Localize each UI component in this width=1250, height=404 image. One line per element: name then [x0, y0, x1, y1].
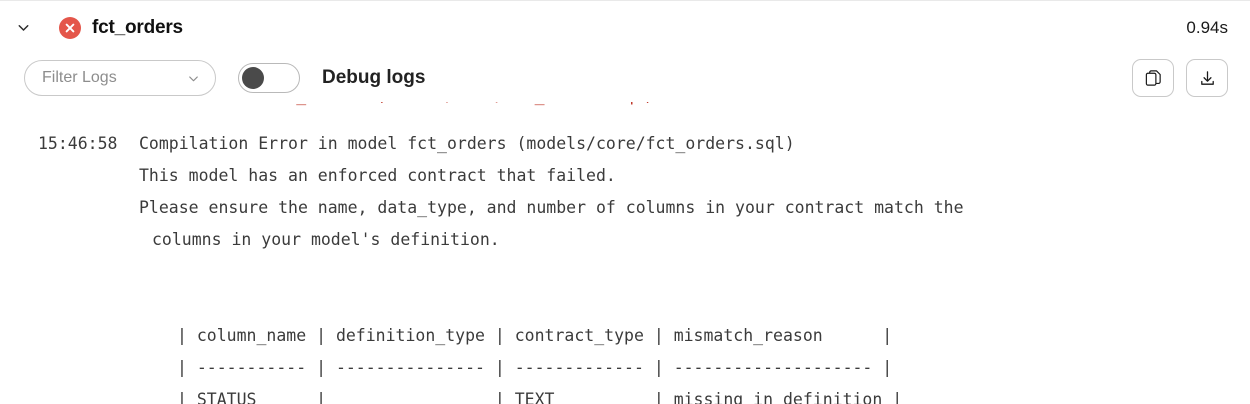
debug-logs-toggle-knob — [242, 67, 264, 89]
log-entry: 15:46:58 Compilation Error in model fct_… — [0, 128, 1250, 404]
log-line-text: Compilation Error in model fct_orders (m… — [139, 134, 795, 153]
log-line-clipped-above: in model fct_orders (models/core/fct_ord… — [177, 102, 654, 112]
log-toolbar: Filter Logs Debug logs — [0, 54, 1250, 102]
copy-icon — [1144, 69, 1163, 88]
elapsed-time: 0.94s — [1186, 17, 1228, 37]
error-circle-x-icon — [59, 16, 81, 39]
log-line-text: Please ensure the name, data_type, and n… — [139, 198, 964, 217]
copy-logs-button[interactable] — [1132, 59, 1174, 97]
chevron-down-icon — [186, 71, 201, 86]
download-logs-button[interactable] — [1186, 59, 1228, 97]
log-line: 15:46:58 This model has an enforced cont… — [0, 160, 1250, 192]
chevron-down-icon — [15, 19, 32, 36]
log-line: 15:46:58 Compilation Error in model fct_… — [0, 128, 1250, 160]
debug-logs-toggle[interactable] — [238, 63, 300, 93]
node-title: fct_orders — [92, 16, 183, 38]
log-output-area[interactable]: in model fct_orders (models/core/fct_ord… — [0, 102, 1250, 404]
contract-table-row: | STATUS | | TEXT | missing in definitio… — [177, 390, 903, 404]
log-timestamp: 15:46:58 — [38, 134, 118, 153]
log-timestamp-placeholder: 15:46:58 — [0, 160, 139, 192]
filter-logs-select[interactable]: Filter Logs — [24, 60, 216, 96]
download-icon — [1198, 69, 1217, 88]
contract-table-header: | column_name | definition_type | contra… — [177, 326, 893, 345]
contract-table-separator: | ----------- | --------------- | ------… — [177, 358, 893, 377]
node-header: fct_orders 0.94s — [0, 1, 1250, 54]
log-blank-line — [0, 256, 1250, 288]
log-timestamp-placeholder: 15:46:58 — [0, 192, 139, 224]
log-line: 15:46:58 Please ensure the name, data_ty… — [0, 192, 1250, 224]
filter-logs-value: Filter Logs — [42, 69, 117, 86]
log-blank-line — [0, 288, 1250, 320]
debug-logs-label: Debug logs — [322, 67, 426, 88]
log-line-wrapped: columns in your model's definition. — [152, 230, 500, 249]
collapse-toggle-button[interactable] — [8, 13, 38, 43]
log-line-text: This model has an enforced contract that… — [139, 166, 616, 185]
